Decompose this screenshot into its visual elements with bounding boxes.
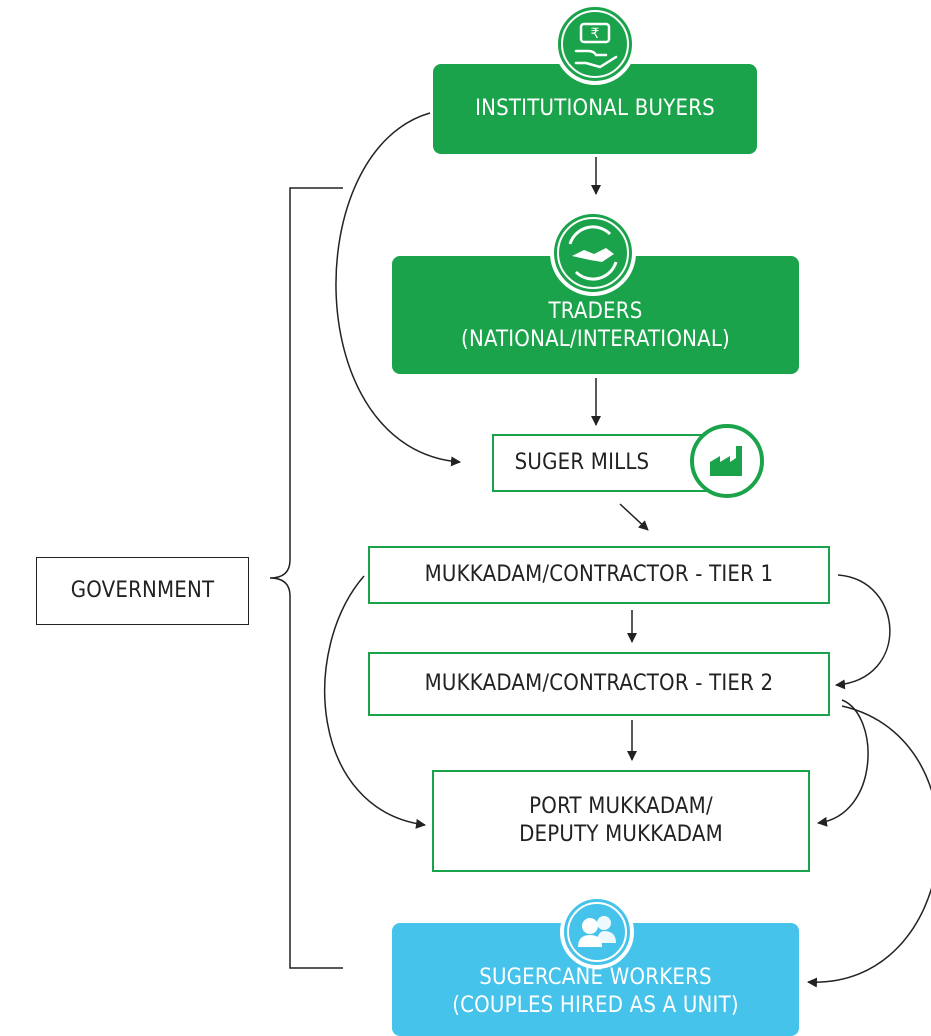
arrow-tier2-to-port bbox=[817, 699, 869, 827]
arrow-mills-to-tier1 bbox=[619, 503, 649, 531]
government-bracket bbox=[269, 187, 343, 969]
svg-text:₹: ₹ bbox=[591, 26, 600, 42]
institutional-buyers-label: INSTITUTIONAL BUYERS bbox=[475, 96, 715, 121]
government-label: GOVERNMENT bbox=[70, 578, 215, 603]
suger-mills-box: SUGER MILLS bbox=[492, 434, 718, 492]
traders-sublabel: (NATIONAL/INTERATIONAL) bbox=[461, 327, 730, 352]
arrow-tier2-to-workers bbox=[807, 705, 931, 988]
tier2-box: MUKKADAM/CONTRACTOR - TIER 2 bbox=[368, 652, 830, 716]
people-icon bbox=[560, 895, 634, 969]
arrow-tier1-to-port bbox=[323, 575, 426, 829]
port-mukkadam-box: PORT MUKKADAM/ DEPUTY MUKKADAM bbox=[432, 770, 810, 872]
sugercane-workers-box: SUGERCANE WORKERS (COUPLES HIRED AS A UN… bbox=[392, 923, 799, 1036]
traders-label: TRADERS bbox=[548, 299, 643, 324]
workers-sublabel: (COUPLES HIRED AS A UNIT) bbox=[452, 992, 739, 1018]
handshake-icon bbox=[550, 210, 636, 296]
arrow-tier1-to-tier2 bbox=[835, 574, 891, 690]
tier1-box: MUKKADAM/CONTRACTOR - TIER 1 bbox=[368, 546, 830, 604]
arrow-buyers-to-mills bbox=[335, 112, 461, 467]
institutional-buyers-box: INSTITUTIONAL BUYERS bbox=[433, 64, 757, 154]
rupee-hand-icon: ₹ bbox=[554, 3, 636, 85]
suger-mills-label: SUGER MILLS bbox=[514, 450, 650, 475]
factory-icon bbox=[690, 424, 764, 498]
deputy-mukkadam-label: DEPUTY MUKKADAM bbox=[519, 822, 723, 847]
government-box: GOVERNMENT bbox=[36, 557, 249, 625]
tier1-label: MUKKADAM/CONTRACTOR - TIER 1 bbox=[424, 562, 774, 587]
port-mukkadam-label: PORT MUKKADAM/ bbox=[529, 794, 713, 819]
tier2-label: MUKKADAM/CONTRACTOR - TIER 2 bbox=[424, 671, 774, 696]
